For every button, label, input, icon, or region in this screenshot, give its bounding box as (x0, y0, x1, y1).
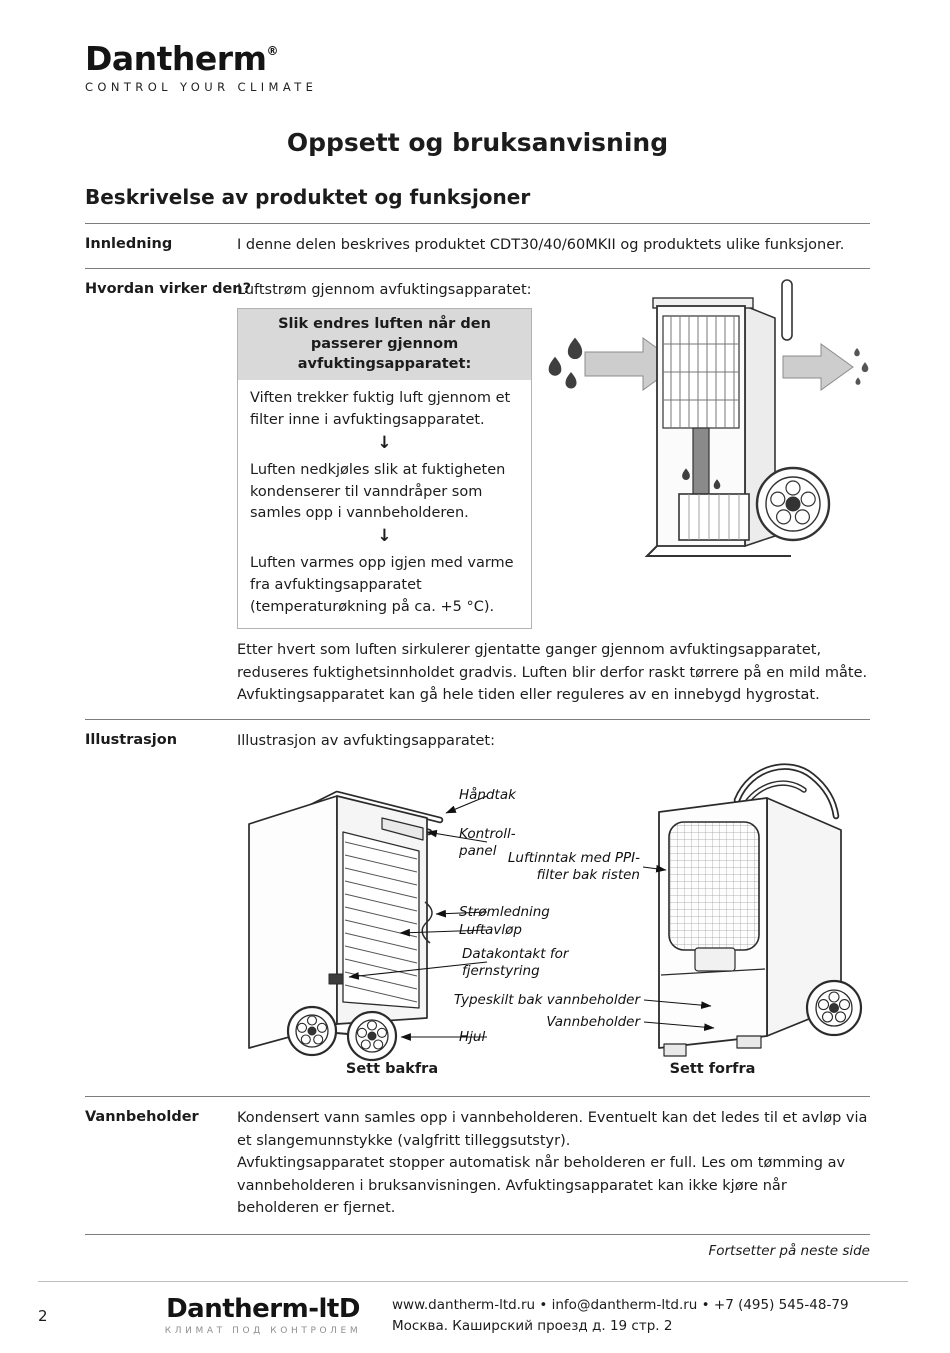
hvordan-content: Luftstrøm gjennom avfuktingsapparatet: S… (237, 278, 870, 707)
hvordan-label: Hvordan virker den? (85, 281, 252, 298)
wheel-drawing (805, 980, 863, 1037)
wheel-drawing (346, 1011, 398, 1062)
section-heading: Beskrivelse av produktet og funksjoner (85, 184, 531, 209)
page-content: Dantherm® CONTROL YOUR CLIMATE Oppsett o… (85, 0, 870, 1259)
airflow-step-2: Luften nedkjøles slik at fuktigheten kon… (250, 461, 506, 522)
dehumidifier-cutaway-drawing (644, 278, 831, 557)
callout-handtak: Håndtak (459, 787, 516, 804)
stromledning-arrow (435, 910, 488, 918)
dehumidifier-back-drawing (248, 791, 444, 1062)
airflow-flow-area: Slik endres luften når den passerer gjen… (237, 278, 870, 630)
luftinntak-arrow (642, 865, 667, 873)
vannbeholder-arrow (643, 1021, 715, 1032)
callout-kontrollpanel: Kontroll-panel (459, 826, 516, 860)
footer-contact-line-1: www.dantherm-ltd.ru • info@dantherm-ltd.… (392, 1297, 849, 1314)
page-footer: 2 Dantherm-ltD КЛИМАТ ПОД КОНТРОЛЕМ www.… (38, 1281, 908, 1337)
footer-contact-line-2: Москва. Каширский проезд д. 19 стр. 2 (392, 1318, 673, 1335)
vannbeholder-content: Kondensert vann samles opp i vannbeholde… (237, 1107, 870, 1219)
product-views-area: Håndtak Kontroll-panel Strømledning Luft… (237, 756, 870, 1084)
condensate-drops-icon (682, 467, 721, 489)
dantherm-ltd-logo: Dantherm-ltD КЛИМАТ ПОД КОНТРОЛЕМ (158, 1294, 368, 1336)
section-vannbeholder: Vannbeholder Kondensert vann samles opp … (85, 1096, 870, 1231)
callout-datakontakt: Datakontakt for fjernstyring (462, 946, 569, 980)
airflow-steps-box: Slik endres luften når den passerer gjen… (237, 307, 532, 630)
air-outflow-arrow (782, 342, 854, 391)
callout-arrows (348, 795, 715, 1042)
airflow-step-3: Luften varmes opp igjen med varme fra av… (250, 555, 514, 615)
vannbeholder-label: Vannbeholder (85, 1109, 199, 1126)
handtak-arrow (445, 795, 488, 814)
callout-hjul: Hjul (459, 1029, 486, 1046)
airflow-step-1: Viften trekker fuktig luft gjennom et fi… (250, 390, 511, 429)
continues-note: Fortsetter på neste side (85, 1233, 870, 1259)
innledning-text: I denne delen beskrives produktet CDT30/… (237, 236, 845, 253)
illustrasjon-label: Illustrasjon (85, 731, 178, 748)
callout-typeskilt: Typeskilt bak vannbeholder (453, 992, 640, 1009)
down-arrow-icon: ↓ (377, 526, 392, 547)
footer-brand-tagline: КЛИМАТ ПОД КОНТРОЛЕМ (164, 1325, 362, 1336)
vannbeholder-text-1: Kondensert vann samles opp i vannbeholde… (237, 1110, 868, 1149)
registered-mark-icon: ® (266, 44, 278, 58)
luftavlop-arrow (399, 929, 488, 937)
illustrasjon-content: Illustrasjon av avfuktingsapparatet: (237, 730, 870, 1084)
caption-sett-forfra: Sett forfra (669, 1061, 756, 1078)
hvordan-after-text: Etter hvert som luften sirkulerer gjenta… (237, 642, 868, 704)
hvordan-intro: Luftstrøm gjennom avfuktingsapparatet: (237, 282, 532, 299)
illustrasjon-intro: Illustrasjon av avfuktingsapparatet: (237, 732, 495, 749)
callout-vannbeholder: Vannbeholder (546, 1014, 640, 1031)
typeskilt-arrow (643, 999, 712, 1010)
dantherm-logo: Dantherm® CONTROL YOUR CLIMATE (85, 0, 870, 94)
footer-brand-text: Dantherm-ltD (166, 1294, 360, 1325)
page-number: 2 (38, 1307, 48, 1326)
callout-stromledning: Strømledning (459, 904, 550, 921)
product-views-illustration (248, 763, 863, 1062)
callout-luftinntak: Luftinntak med PPI-filter bak risten (507, 850, 640, 884)
kontrollpanel-arrow (426, 830, 488, 843)
wheel-drawing (755, 466, 831, 541)
footer-contact: www.dantherm-ltd.ru • info@dantherm-ltd.… (392, 1295, 849, 1337)
caption-sett-bakfra: Sett bakfra (345, 1061, 439, 1078)
section-illustrasjon: Illustrasjon Illustrasjon av avfuktingsa… (85, 718, 870, 1096)
dry-air-drops-icon (854, 347, 869, 385)
logo-tagline: CONTROL YOUR CLIMATE (85, 79, 318, 94)
humid-air-drops-icon (548, 337, 583, 389)
airflow-box-title: Slik endres luften når den passerer gjen… (238, 308, 531, 381)
innledning-label: Innledning (85, 235, 173, 252)
wheel-drawing (286, 1006, 338, 1057)
airflow-illustration (548, 278, 869, 557)
dehumidifier-front-drawing (658, 763, 863, 1057)
logo-brand-text: Dantherm® (85, 39, 870, 78)
callout-luftavlop: Luftavløp (459, 922, 522, 939)
down-arrow-icon: ↓ (377, 432, 392, 453)
logo-wordmark: Dantherm (85, 39, 267, 78)
vannbeholder-text-2: Avfuktingsapparatet stopper automatisk n… (237, 1155, 846, 1217)
datakontakt-arrow (348, 961, 488, 981)
section-innledning: Innledning I denne delen beskrives produ… (85, 222, 870, 268)
page-title: Oppsett og bruksanvisning (286, 127, 669, 157)
section-hvordan-virker-den: Hvordan virker den? Luftstrøm gjennom av… (85, 268, 870, 719)
